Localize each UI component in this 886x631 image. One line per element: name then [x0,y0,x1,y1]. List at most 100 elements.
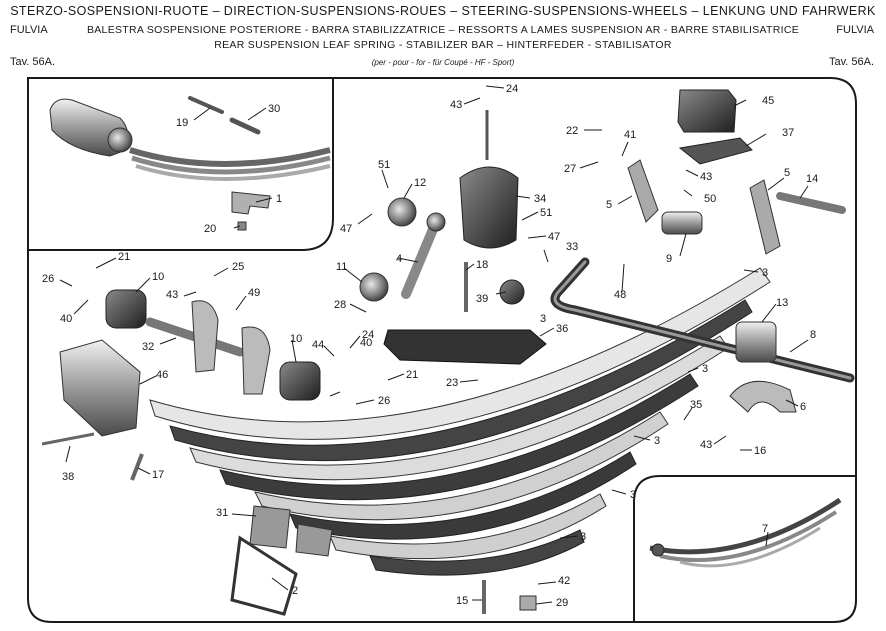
part-12-bush [387,197,417,227]
callout-43a: 43 [450,99,462,111]
callout-labels: 1 2 3 3 3 3 3 3 4 5 5 6 7 8 9 10 10 11 1… [42,83,818,609]
callout-44: 44 [312,339,324,351]
leader-lines [59,85,809,605]
callout-40b: 40 [360,337,372,349]
callout-46: 46 [156,369,168,381]
callout-43c: 43 [700,171,712,183]
callout-22: 22 [566,125,578,137]
callout-34: 34 [534,193,546,205]
callout-17: 17 [152,469,164,481]
callout-6: 6 [800,401,806,413]
part-30-pin [229,117,261,135]
callout-29: 29 [556,597,568,609]
leaf-spring-pack [149,267,771,576]
part-9-bush [661,211,703,235]
callout-51b: 51 [540,207,552,219]
inset-spring-side-view [649,497,842,568]
model-label-right: FULVIA [836,24,874,36]
callout-15: 15 [456,595,468,607]
stabilizer-bar [550,257,855,383]
callout-3b: 3 [702,363,708,375]
callout-5b: 5 [784,167,790,179]
table-number-left: Tav. 56A. [10,56,56,68]
callout-51a: 51 [378,159,390,171]
part-10-bush [105,289,321,401]
part-31-clip [249,505,333,557]
callout-2: 2 [292,585,298,597]
model-label-left: FULVIA [10,24,48,36]
title-line-2: BALESTRA SOSPENSIONE POSTERIORE - BARRA … [86,24,800,36]
title-line-3: REAR SUSPENSION LEAF SPRING - STABILIZER… [214,39,672,51]
callout-30: 30 [268,103,280,115]
callout-26a: 26 [42,273,54,285]
callout-40a: 40 [60,313,72,325]
callout-10b: 10 [290,333,302,345]
callout-31: 31 [216,507,228,519]
part-1-bracket [231,191,271,215]
part-13-bush [735,321,777,363]
callout-3a: 3 [762,267,768,279]
callout-21a: 21 [118,251,130,263]
part-2-clip [230,535,298,616]
callout-7: 7 [762,523,768,535]
callout-47b: 47 [548,231,560,243]
part-45-rubber [677,89,737,133]
callout-19: 19 [176,117,188,129]
callout-21b: 21 [406,369,418,381]
part-17-bolt [130,453,144,481]
callout-1: 1 [276,193,282,205]
inset-top-left [28,77,334,251]
callout-3f: 3 [540,313,546,325]
callout-38: 38 [62,471,74,483]
part-36-plate [383,329,547,365]
callout-3e: 3 [580,531,586,543]
callout-9: 9 [666,253,672,265]
part-20-screw [237,221,247,231]
part-39-bump [499,279,525,305]
callout-45: 45 [762,95,774,107]
callout-26b: 26 [378,395,390,407]
callout-35: 35 [690,399,702,411]
callout-27: 27 [564,163,576,175]
part-34-bump-stop [459,110,519,249]
callout-49: 49 [248,287,260,299]
callout-25: 25 [232,261,244,273]
callout-43d: 43 [700,439,712,451]
inset-spring-sketch [49,98,331,181]
callout-5a: 5 [606,199,612,211]
part-5-shackle [627,159,781,255]
callout-23: 23 [446,377,458,389]
callout-36: 36 [556,323,568,335]
callout-20: 20 [204,223,216,235]
callout-10a: 10 [152,271,164,283]
inset-bottom-right [633,475,856,622]
callout-41: 41 [624,129,636,141]
callout-32: 32 [142,341,154,353]
title-line-1: STERZO-SOSPENSIONI-RUOTE – DIRECTION-SUS… [10,4,876,18]
callout-50: 50 [704,193,716,205]
part-6-clamp [729,380,797,413]
callout-3c: 3 [654,435,660,447]
model-variants: (per - pour - for - für Coupé - HF - Spo… [371,58,515,67]
callout-16: 16 [754,445,766,457]
table-number-right: Tav. 56A. [828,56,874,68]
callout-28: 28 [334,299,346,311]
part-29-nut [519,595,537,611]
part-38-bolt [41,432,95,446]
part-4-link [401,212,446,299]
callout-11: 11 [336,261,347,273]
callout-33: 33 [566,241,578,253]
callout-13: 13 [776,297,788,309]
part-37-plate [678,137,753,165]
callout-18: 18 [476,259,488,271]
callout-24b: 24 [362,329,374,341]
callout-37: 37 [782,127,794,139]
part-14-pin [776,192,846,214]
part-49-clamp [191,300,271,395]
callout-42: 42 [558,575,570,587]
callout-48: 48 [614,289,626,301]
callout-3d: 3 [630,489,636,501]
callout-12: 12 [414,177,426,189]
callout-8: 8 [810,329,816,341]
